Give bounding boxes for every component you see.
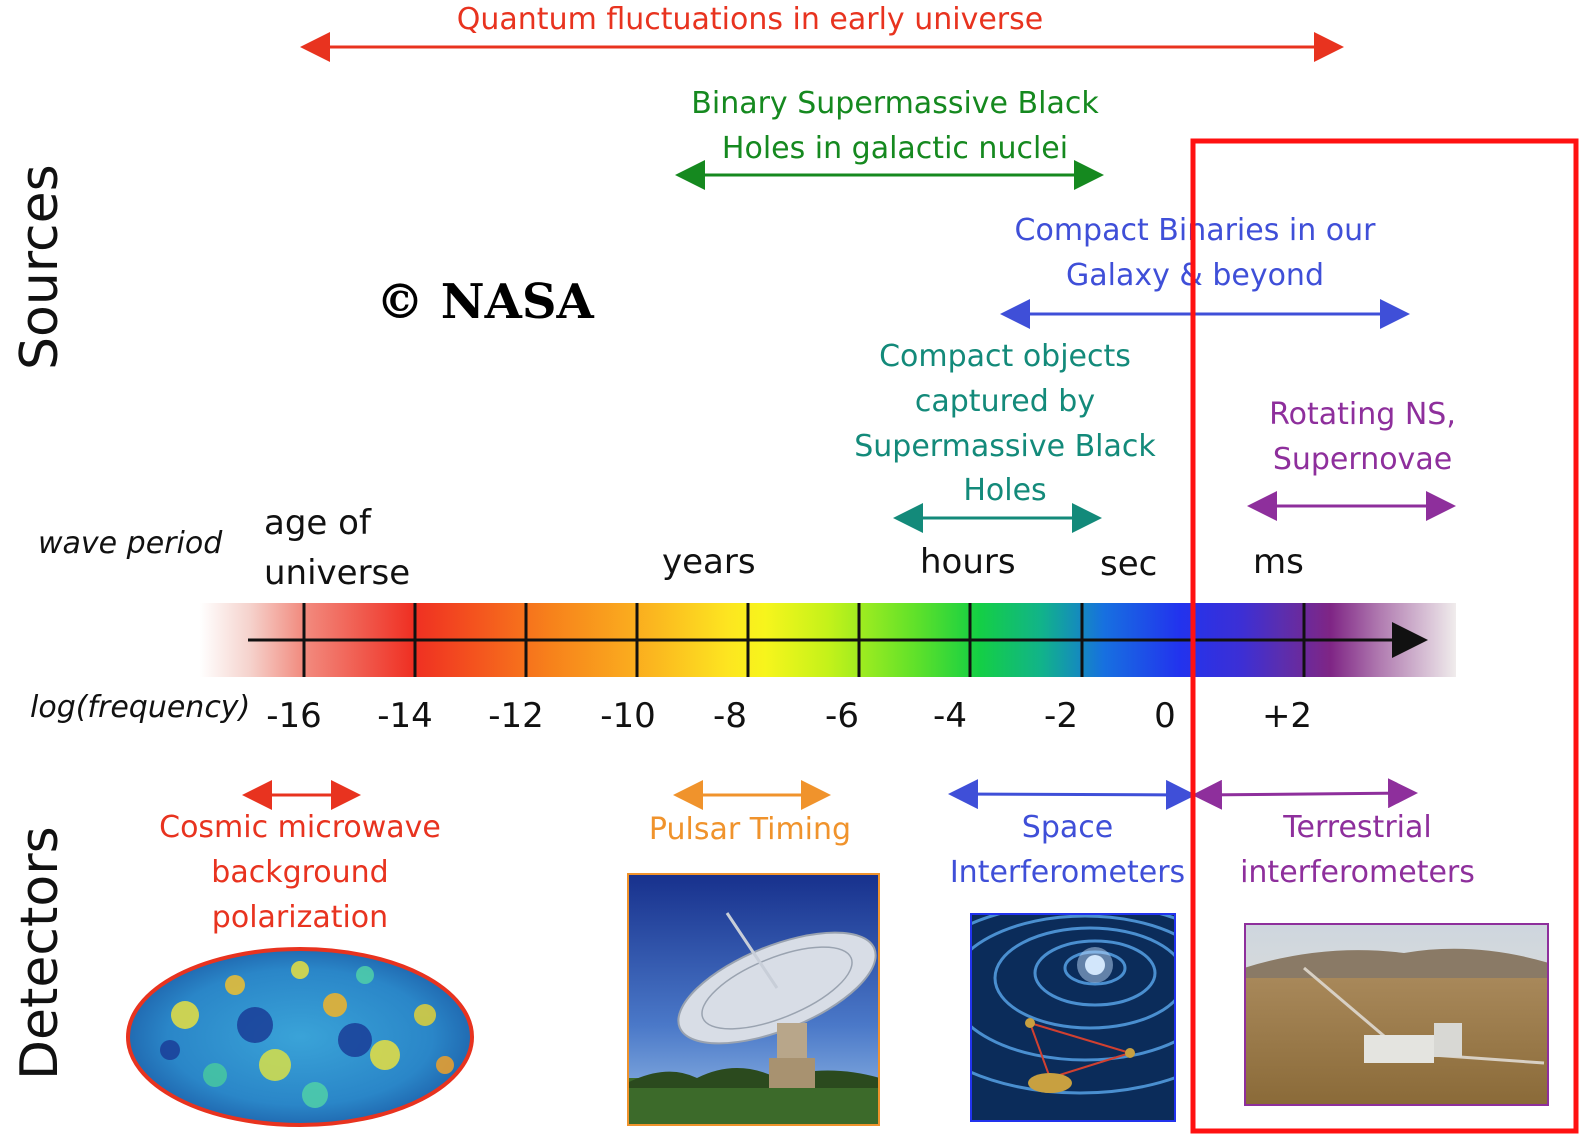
tick-label: +2 — [1261, 696, 1313, 736]
source-compact-objects-line4: Holes — [963, 473, 1047, 508]
period-sec: sec — [1100, 544, 1158, 584]
cmb-sky-map-image — [126, 947, 474, 1127]
detector-cmb-line2: background — [211, 855, 389, 890]
wave-period-label: wave period — [38, 526, 223, 561]
detector-terrestrial-line1: Terrestrial — [1283, 810, 1432, 845]
source-rotating-ns-line2: Supernovae — [1272, 442, 1453, 477]
detector-pulsar-timing: Pulsar Timing — [648, 812, 852, 847]
source-compact-objects-line1: Compact objects — [879, 339, 1131, 374]
source-compact-objects-line2: captured by — [914, 384, 1096, 419]
copyright-text: © NASA — [376, 274, 594, 330]
space-range-arrow — [948, 779, 1196, 810]
period-hours: hours — [920, 542, 1016, 582]
period-years: years — [662, 542, 756, 582]
source-binary-smbh-line1: Binary Supermassive Black — [691, 86, 1099, 121]
tick-label: -16 — [266, 696, 322, 736]
tick-label: -6 — [825, 696, 859, 736]
source-rotating-ns-line1: Rotating NS, — [1269, 397, 1456, 432]
period-age-of-universe-line2: universe — [264, 553, 411, 593]
detector-terrestrial-line2: interferometers — [1240, 855, 1475, 890]
space-interferometer-image — [970, 913, 1176, 1122]
tick-label: 0 — [1154, 696, 1176, 736]
axis-tick-marks — [302, 603, 1306, 677]
source-quantum-fluctuations: Quantum fluctuations in early universe — [456, 2, 1044, 37]
terrestrial-range-arrow — [1192, 778, 1418, 810]
detector-space-line2: Interferometers — [949, 855, 1186, 890]
tick-label: -4 — [933, 696, 967, 736]
log-frequency-label: log(frequency) — [30, 690, 251, 725]
source-compact-objects-line3: Supermassive Black — [854, 429, 1156, 464]
highlight-box — [1190, 138, 1579, 1134]
terrestrial-interferometer-image — [1244, 923, 1549, 1106]
radio-telescope-image — [627, 873, 880, 1126]
tick-label: -10 — [600, 696, 656, 736]
detector-space-line1: Space — [1021, 810, 1114, 845]
period-age-of-universe-line1: age of — [264, 503, 371, 543]
tick-label: -8 — [713, 696, 747, 736]
tick-label: -14 — [377, 696, 433, 736]
tick-label: -2 — [1044, 696, 1078, 736]
tick-label: -12 — [488, 696, 544, 736]
period-ms: ms — [1253, 542, 1304, 582]
detector-cmb-line1: Cosmic microwave — [159, 810, 441, 845]
detector-cmb-line3: polarization — [211, 900, 389, 935]
